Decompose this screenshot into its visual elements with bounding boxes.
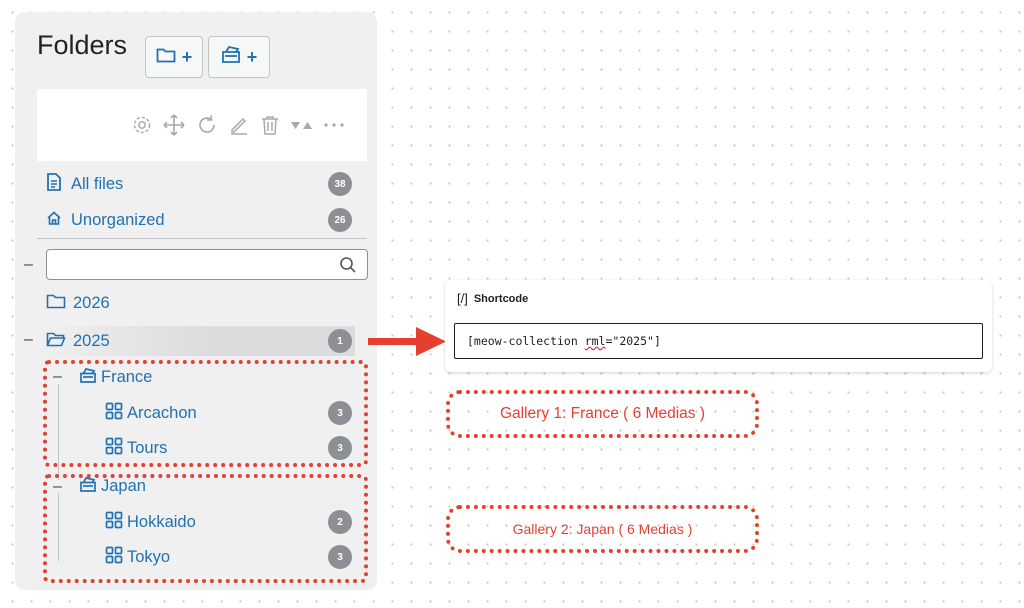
folders-panel: Folders + +	[15, 12, 377, 590]
gear-icon[interactable]	[131, 114, 153, 136]
pencil-icon[interactable]	[228, 114, 250, 136]
gallery-arcachon[interactable]: Arcachon	[105, 398, 197, 428]
japan-highlight-box	[43, 474, 368, 583]
collapse-2025-toggle[interactable]: –	[24, 331, 33, 348]
search-input[interactable]	[47, 250, 327, 279]
gallery-2-annotation: Gallery 2: Japan ( 6 Medias )	[446, 505, 759, 553]
gallery-2-label: Gallery 2: Japan ( 6 Medias )	[512, 521, 693, 537]
collection-france[interactable]: France	[79, 362, 152, 392]
collection-japan[interactable]: Japan	[79, 471, 146, 501]
search-icon[interactable]	[339, 256, 357, 279]
unorganized-label: Unorganized	[71, 210, 165, 229]
gallery-tokyo[interactable]: Tokyo	[105, 542, 170, 572]
collapse-japan-toggle[interactable]: –	[53, 478, 62, 495]
folder-2025-count: 1	[328, 329, 352, 353]
trash-icon[interactable]	[259, 114, 281, 136]
shortcode-prefix: [meow-collection	[467, 334, 585, 348]
shortcode-header: [/] Shortcode	[457, 291, 528, 306]
grid-icon	[105, 546, 123, 569]
shortcode-suffix: ="2025"]	[605, 334, 661, 348]
grid-icon	[105, 402, 123, 425]
folder-icon	[156, 46, 176, 69]
add-collection-button[interactable]: +	[208, 36, 270, 78]
file-icon	[46, 172, 62, 196]
gallery-tokyo-count: 3	[328, 545, 352, 569]
gallery-hokkaido-count: 2	[328, 510, 352, 534]
folder-toolbar	[37, 89, 367, 161]
collection-folder-icon	[79, 476, 97, 497]
home-icon	[46, 210, 62, 231]
gallery-tokyo-label: Tokyo	[127, 547, 171, 566]
add-collection-plus: +	[246, 47, 258, 67]
gallery-hokkaido[interactable]: Hokkaido	[105, 507, 196, 537]
move-icon[interactable]	[162, 113, 186, 137]
sort-icon[interactable]	[290, 118, 314, 132]
shortcode-block: [/] Shortcode [meow-collection rml="2025…	[445, 280, 992, 372]
gallery-arcachon-label: Arcachon	[127, 403, 197, 422]
collection-france-label: France	[101, 367, 153, 386]
all-files-item[interactable]: All files	[46, 170, 123, 198]
collapse-all-toggle[interactable]: –	[24, 256, 33, 273]
folder-open-icon	[46, 331, 66, 352]
gallery-1-label: Gallery 1: France ( 6 Medias )	[499, 405, 705, 422]
folder-2026[interactable]: 2026	[46, 288, 110, 318]
add-folder-plus: +	[181, 47, 193, 67]
refresh-icon[interactable]	[195, 113, 219, 137]
gallery-tours-label: Tours	[127, 438, 168, 457]
folder-2025-label: 2025	[73, 331, 110, 350]
gallery-tours-count: 3	[328, 436, 352, 460]
grid-icon	[105, 511, 123, 534]
shortcode-title: Shortcode	[473, 292, 529, 305]
arrow-icon	[368, 327, 446, 356]
shortcode-icon: [/]	[457, 291, 468, 306]
gallery-arcachon-count: 3	[328, 401, 352, 425]
collection-folder-icon	[79, 367, 97, 388]
folder-search	[46, 249, 368, 280]
gallery-hokkaido-label: Hokkaido	[127, 512, 196, 531]
collapse-france-toggle[interactable]: –	[53, 368, 62, 385]
all-files-label: All files	[71, 174, 124, 193]
panel-title: Folders	[37, 30, 128, 60]
more-icon[interactable]	[323, 122, 345, 128]
folder-2025[interactable]: 2025	[46, 326, 110, 356]
france-highlight-box	[43, 360, 368, 467]
gallery-1-annotation: Gallery 1: France ( 6 Medias )	[446, 390, 759, 438]
selected-row-highlight	[37, 326, 355, 356]
gallery-tours[interactable]: Tours	[105, 433, 167, 463]
tree-line	[58, 493, 59, 561]
folder-2026-label: 2026	[73, 293, 110, 312]
unorganized-item[interactable]: Unorganized	[46, 206, 165, 234]
folder-icon	[46, 293, 66, 314]
tree-line	[58, 384, 59, 480]
unorganized-count: 26	[328, 208, 352, 232]
grid-icon	[105, 437, 123, 460]
collection-japan-label: Japan	[101, 476, 146, 495]
add-folder-button[interactable]: +	[145, 36, 203, 78]
all-files-count: 38	[328, 172, 352, 196]
shortcode-attr: rml	[584, 334, 606, 348]
divider	[37, 238, 367, 239]
collection-folder-icon	[221, 45, 241, 69]
shortcode-input[interactable]: [meow-collection rml="2025"]	[454, 323, 983, 359]
